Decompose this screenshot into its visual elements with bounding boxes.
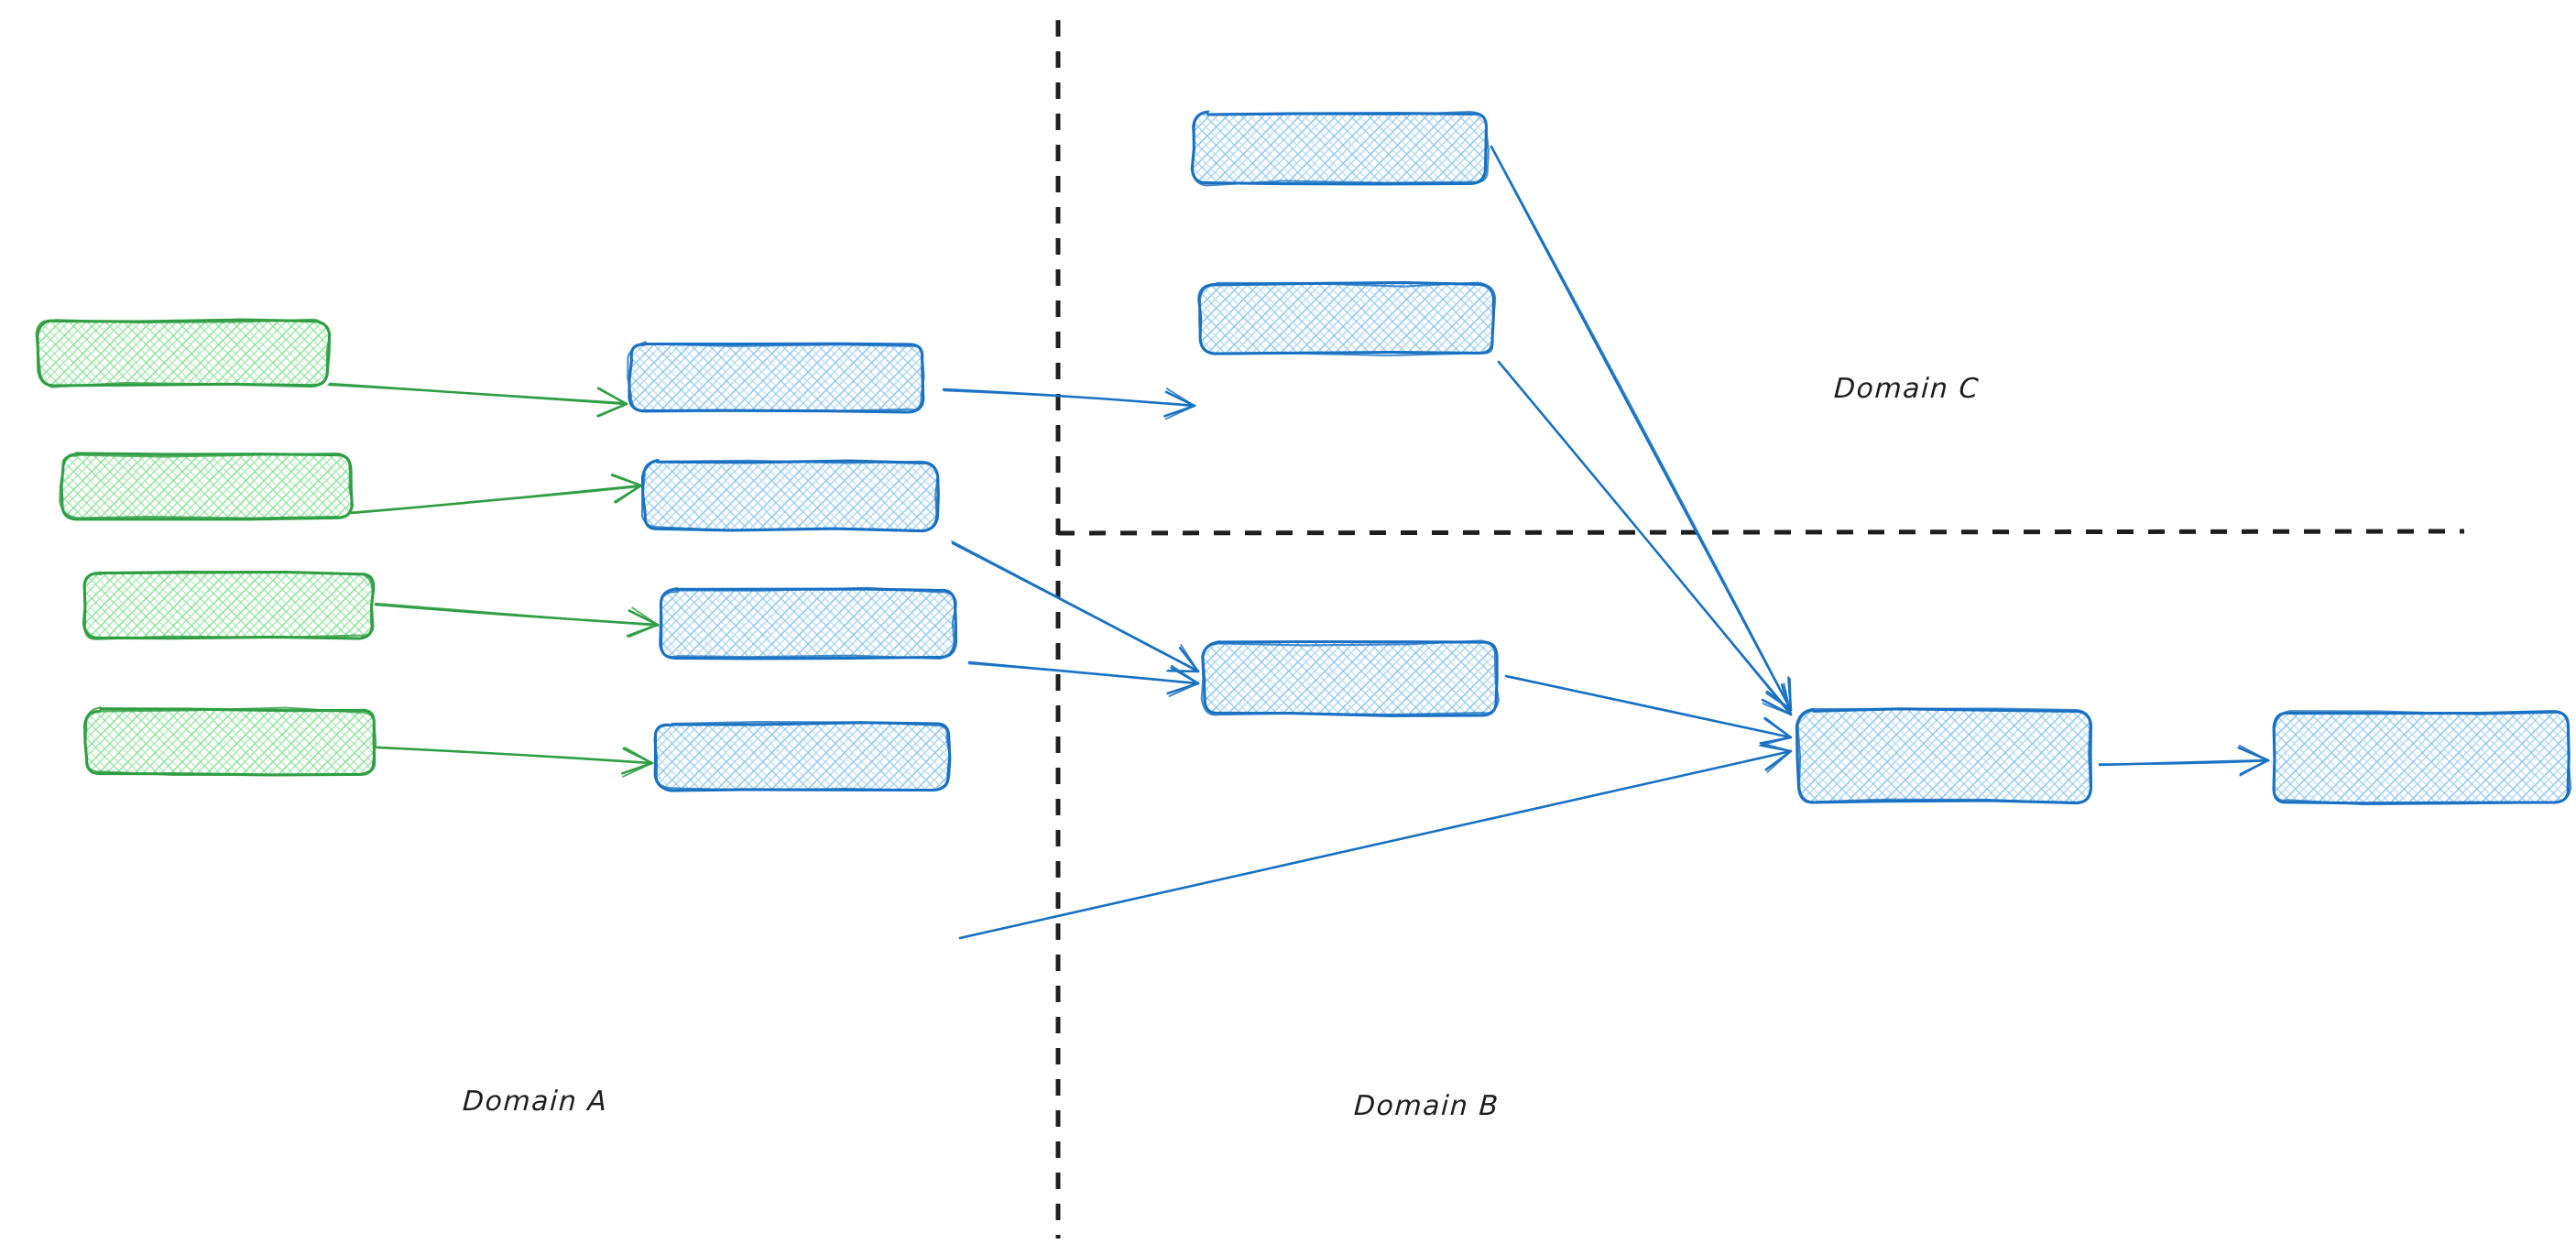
domain-dividers — [1055, 20, 2465, 1239]
edge-line-echo — [375, 746, 653, 765]
node-outline — [659, 586, 957, 660]
node-outline — [640, 458, 939, 532]
node-outline — [1197, 281, 1497, 357]
edge-line-echo — [1490, 146, 1792, 710]
node-fill-secondary — [656, 724, 949, 790]
node-fill-secondary — [1204, 643, 1497, 715]
edge-line — [1490, 145, 1793, 712]
node-outline — [2272, 710, 2572, 806]
arrowhead — [622, 747, 653, 778]
node-c1[interactable] — [1190, 110, 1490, 187]
node-outline — [59, 452, 355, 519]
node-layer — [35, 110, 2572, 806]
arrowhead — [2238, 744, 2269, 777]
edge-line-echo — [375, 602, 660, 628]
node-outline — [627, 341, 925, 413]
node-c3[interactable] — [1200, 639, 1501, 717]
arrowhead — [628, 606, 659, 638]
edge-line-echo — [967, 662, 1199, 685]
edge-d1-to-e1[interactable] — [2098, 744, 2270, 777]
node-b1[interactable] — [627, 341, 925, 414]
edge-line-echo — [327, 384, 628, 404]
node-outline — [1200, 639, 1501, 716]
edge-a1-to-b1[interactable] — [327, 382, 628, 418]
node-outline — [83, 570, 375, 640]
arrowhead — [1762, 682, 1792, 715]
node-fill-secondary — [1200, 284, 1493, 354]
arrowhead — [1764, 678, 1792, 711]
edge-line-echo — [1499, 362, 1793, 715]
edge-line-echo — [2098, 759, 2270, 766]
arrowhead — [612, 474, 642, 504]
edge-line-echo — [959, 750, 1792, 939]
node-fill-secondary — [1798, 710, 2090, 802]
node-outline — [653, 721, 952, 792]
node-c2[interactable] — [1197, 280, 1497, 357]
edge-c1-to-d1[interactable] — [1490, 145, 1793, 712]
node-outline — [84, 706, 377, 776]
node-a1[interactable] — [35, 318, 332, 388]
node-b4[interactable] — [653, 721, 952, 792]
arrowhead — [1164, 387, 1195, 420]
node-fill-secondary — [644, 462, 937, 529]
edge-c3-to-d1[interactable] — [1504, 674, 1793, 747]
node-e1[interactable] — [2272, 710, 2572, 806]
edge-line-echo — [1506, 676, 1792, 739]
node-fill-secondary — [84, 573, 373, 638]
node-outline — [35, 318, 331, 388]
edge-a4-to-b4[interactable] — [375, 746, 654, 778]
edge-b3-to-c3[interactable] — [967, 660, 1200, 697]
node-fill-secondary — [1194, 114, 1487, 183]
edge-a3-to-b3[interactable] — [374, 602, 660, 638]
node-b2[interactable] — [640, 458, 940, 533]
divider-horizontal — [1057, 529, 2465, 536]
node-a3[interactable] — [82, 570, 376, 640]
node-a2[interactable] — [59, 452, 355, 521]
edge-line-echo — [943, 389, 1196, 407]
node-fill-secondary — [62, 454, 351, 518]
node-fill-secondary — [86, 710, 375, 774]
node-d1[interactable] — [1795, 707, 2093, 805]
node-fill-secondary — [38, 321, 328, 385]
arrowhead — [1168, 664, 1199, 697]
domain-label-a: Domain A — [462, 1086, 609, 1118]
domain-label-c: Domain C — [1833, 373, 1981, 405]
node-fill-secondary — [630, 344, 923, 411]
node-fill-secondary — [2274, 713, 2569, 802]
arrowhead — [597, 387, 628, 418]
edge-b2-to-c3[interactable] — [951, 540, 1200, 673]
node-b3[interactable] — [659, 586, 958, 660]
node-outline — [1796, 707, 2092, 805]
edge-c2-to-d1[interactable] — [1497, 360, 1793, 716]
arrowhead — [1759, 741, 1792, 773]
domain-label-b: Domain B — [1353, 1090, 1501, 1122]
edge-b1-to-c2[interactable] — [942, 387, 1196, 420]
node-outline — [1190, 110, 1490, 187]
node-a4[interactable] — [83, 706, 377, 777]
edge-b4-to-d1[interactable] — [958, 741, 1793, 940]
edge-line-echo — [951, 540, 1200, 672]
edge-a2-to-b2[interactable] — [350, 474, 643, 515]
node-fill-secondary — [661, 590, 955, 658]
edge-layer — [327, 145, 2270, 940]
arrowhead — [1759, 716, 1792, 747]
edge-line-echo — [350, 486, 642, 514]
